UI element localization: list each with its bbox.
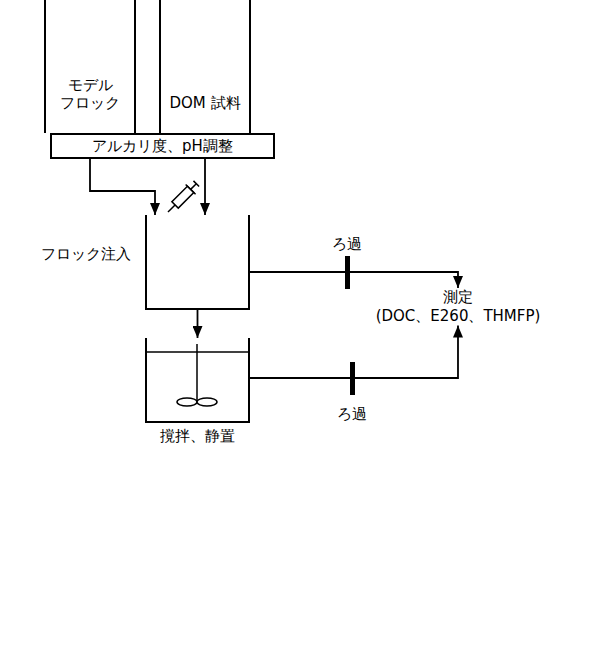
- syringe-plunger: [191, 184, 197, 190]
- node-label: モデル フロック: [46, 76, 134, 114]
- syringe-flange: [186, 184, 196, 194]
- measurement-node: 測定(DOC、E260、THMFP): [372, 288, 545, 326]
- illustration: [147, 179, 355, 406]
- node-label: DOM 試料: [161, 94, 249, 113]
- beaker: 撹拌、静置: [145, 338, 250, 423]
- flow-arrow: [90, 159, 155, 215]
- syringe: [163, 179, 201, 217]
- stirrer-blade: [177, 398, 197, 406]
- flow-arrow: [197, 310, 199, 338]
- flow-arrow: [250, 272, 458, 288]
- reagent-container: モデル フロック: [44, 0, 136, 133]
- node-label: 撹拌、静置: [160, 427, 235, 446]
- node-label: フロック注入: [41, 245, 131, 264]
- syringe-plunger-cap: [193, 181, 199, 187]
- beaker: フロック注入: [145, 215, 250, 310]
- edge-label: ろ過: [335, 405, 369, 423]
- node-label: アルカリ度、pH調整: [84, 137, 241, 156]
- stirrer-shaft: [196, 344, 198, 400]
- flow-arrow: [204, 159, 206, 215]
- node-sublabel: (DOC、E260、THMFP): [372, 307, 545, 326]
- reagent-container: DOM 試料: [159, 0, 251, 133]
- flow-arrow: [250, 326, 458, 379]
- edge-label: ろ過: [330, 235, 364, 253]
- syringe-needle: [168, 205, 175, 212]
- stirrer-blade: [197, 398, 217, 406]
- process-band: アルカリ度、pH調整: [50, 133, 275, 159]
- node-label: 測定: [372, 288, 545, 307]
